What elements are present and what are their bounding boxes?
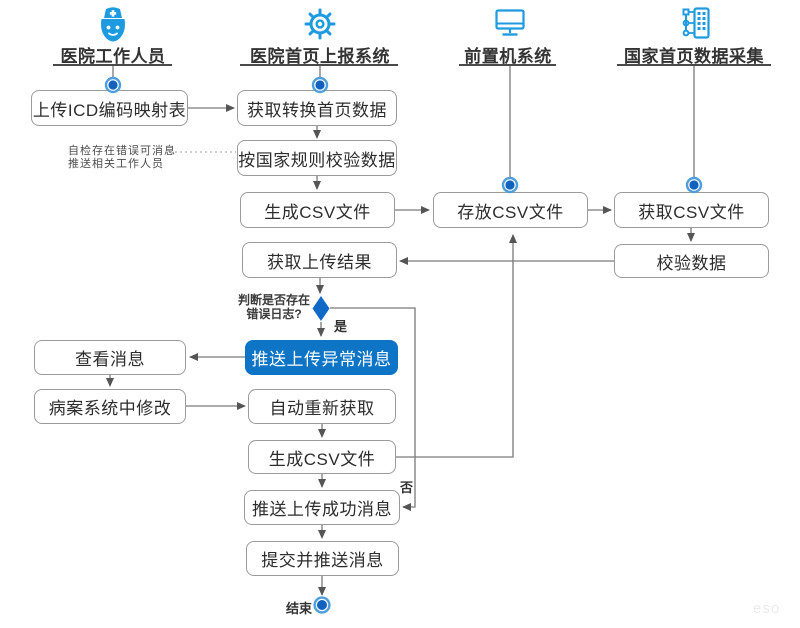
node-push-error-message: 推送上传异常消息 [245,340,398,375]
lane-underline-1 [53,64,172,66]
end-label: 结束 [285,601,312,616]
node-submit-and-push: 提交并推送消息 [246,541,399,576]
data-collect-icon [682,7,710,39]
self-check-note: 自检存在错误可消息 推送相关工作人员 [68,145,176,171]
connector-circle-lane4 [685,176,703,194]
lane-underline-2 [240,64,398,66]
self-check-note-line2: 推送相关工作人员 [68,158,164,170]
gear-icon [304,8,336,40]
lane-title-front-machine: 前置机系统 [464,47,552,66]
branch-no-label: 否 [400,480,414,495]
branch-yes-label: 是 [334,319,348,334]
lane-title-report-system: 医院首页上报系统 [250,47,390,66]
monitor-icon [495,9,525,36]
decision-question-line1: 判断是否存在 [237,293,310,307]
node-validate-rules: 按国家规则校验数据 [237,140,397,176]
watermark-text: eso [753,600,781,617]
edge-gencsv2-to-store [396,234,517,458]
node-fix-in-case-system: 病案系统中修改 [34,389,186,424]
nurse-icon [101,7,125,42]
lane-title-hospital-staff: 医院工作人员 [60,47,166,66]
node-auto-refetch: 自动重新获取 [248,389,396,424]
connector-circle-lane3 [501,176,519,194]
node-fetch-convert: 获取转换首页数据 [237,90,397,126]
lane-underline-4 [617,64,771,66]
node-get-result: 获取上传结果 [242,242,397,278]
self-check-note-line1: 自检存在错误可消息 [68,145,176,157]
node-get-csv: 获取CSV文件 [614,192,769,228]
node-push-success-message: 推送上传成功消息 [244,490,400,525]
lane-title-national-collect: 国家首页数据采集 [624,47,764,66]
node-generate-csv-1: 生成CSV文件 [240,192,395,228]
node-upload-icd: 上传ICD编码映射表 [31,90,188,126]
end-circle [313,596,331,614]
decision-question: 判断是否存在 错误日志? [233,293,315,321]
start-connector-circles [104,76,703,194]
decision-diamond [312,296,330,321]
decision-question-line2: 错误日志? [246,307,302,321]
lane-underline-3 [459,64,556,66]
node-store-csv: 存放CSV文件 [433,192,588,228]
node-check-data: 校验数据 [614,244,769,278]
node-generate-csv-2: 生成CSV文件 [248,440,396,474]
node-view-message: 查看消息 [34,340,186,375]
